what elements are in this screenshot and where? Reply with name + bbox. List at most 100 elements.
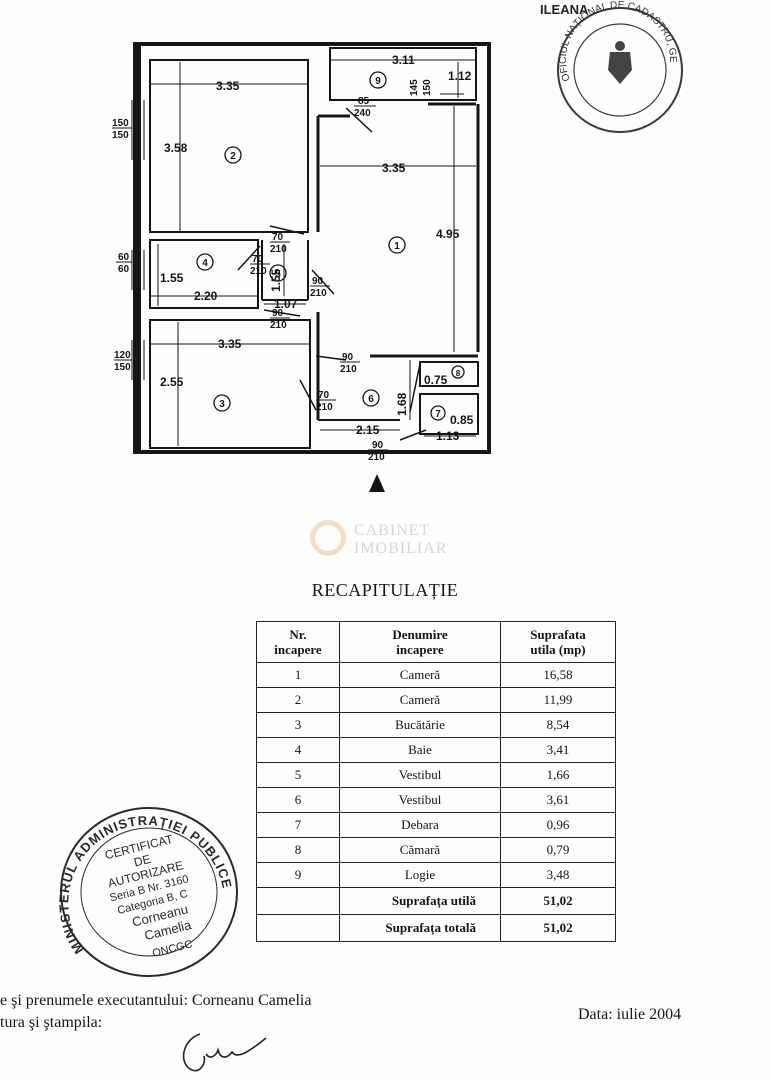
dimension-labels: 3.35 3.58 3.11 1.12 3.35 4.95 1.55 2.20 … <box>160 53 474 443</box>
door-tag: 90 210 <box>340 352 360 375</box>
svg-text:145: 145 <box>409 79 420 96</box>
room-4-number: 4 <box>202 258 208 269</box>
authorization-stamp: MINISTERUL ADMINISTRAȚIEI PUBLICE CERTIF… <box>56 807 238 977</box>
svg-text:60: 60 <box>118 264 130 275</box>
room-number-labels: 1 2 3 4 5 6 7 8 9 <box>202 76 461 420</box>
dim-r6-width: 2.15 <box>356 423 380 437</box>
dim-r2-height: 3.58 <box>164 141 188 155</box>
dim-r3-height: 2.55 <box>160 375 184 389</box>
dim-r9-height: 1.12 <box>448 69 472 83</box>
window-tag: 145 150 <box>409 79 433 96</box>
executant-name-line: e şi prenumele executantului: Corneanu C… <box>0 992 312 1009</box>
footer-executant: e şi prenumele executantului: Corneanu C… <box>0 990 311 1034</box>
dim-r8-height: 0.75 <box>424 373 448 387</box>
room-1-number: 1 <box>394 241 400 252</box>
svg-text:210: 210 <box>340 364 357 375</box>
svg-text:90: 90 <box>372 440 384 451</box>
window-tag: 120 150 <box>114 350 132 373</box>
room-8-number: 8 <box>456 369 461 378</box>
svg-text:70: 70 <box>272 232 284 243</box>
watermark-line1: CABINET <box>354 522 431 539</box>
footer-date: Data: iulie 2004 <box>578 1006 682 1023</box>
svg-text:210: 210 <box>270 320 287 331</box>
svg-text:210: 210 <box>250 266 267 277</box>
door-tag: 70 210 <box>316 390 336 413</box>
handwritten-signature-icon <box>182 1033 267 1072</box>
coat-of-arms-icon <box>608 41 632 84</box>
dim-r5-width: 1.07 <box>274 297 298 311</box>
door-tag: 85 240 <box>354 96 376 119</box>
room-2-number: 2 <box>230 151 236 162</box>
svg-text:70: 70 <box>318 390 330 401</box>
svg-text:210: 210 <box>310 288 327 299</box>
svg-text:150: 150 <box>112 130 129 141</box>
svg-text:150: 150 <box>422 79 433 96</box>
recap-title: RECAPITULAȚIE <box>311 580 459 600</box>
cadastre-seal: OFICIUL NAȚIONAL DE CADASTRU, GEODEZIE Ș… <box>540 0 683 133</box>
svg-text:90: 90 <box>272 308 284 319</box>
door-swings <box>237 107 427 453</box>
dim-r2-width: 3.35 <box>216 79 240 93</box>
dim-r9-width: 3.11 <box>392 53 415 67</box>
room-6-number: 6 <box>368 394 374 405</box>
room-9-number: 9 <box>375 76 381 87</box>
watermark-line2: IMOBILIAR <box>354 540 448 557</box>
dim-r4-width: 2.20 <box>194 289 218 303</box>
svg-text:240: 240 <box>354 108 371 119</box>
room-numbers <box>196 71 465 421</box>
dim-r3-width: 3.35 <box>218 337 242 351</box>
dim-r1-width: 3.35 <box>382 161 406 175</box>
svg-text:150: 150 <box>112 118 129 129</box>
seal-top-text: ILEANA <box>540 2 589 17</box>
dim-r4-height: 1.55 <box>160 271 184 285</box>
door-tag: 70 210 <box>250 254 270 277</box>
dim-r1-height: 4.95 <box>436 227 460 241</box>
door-tag: 90 210 <box>310 276 330 299</box>
svg-text:150: 150 <box>114 362 131 373</box>
signature-label: tura şi ştampila: <box>0 1014 103 1031</box>
door-tag: 90 210 <box>270 308 290 331</box>
door-tag: 90 210 <box>368 440 388 463</box>
room-7-number: 7 <box>435 409 441 420</box>
walls <box>133 42 491 454</box>
window-tag: 60 60 <box>116 252 132 275</box>
room-3-number: 3 <box>219 399 225 410</box>
window-tags: 150 150 60 60 120 150 145 150 <box>112 79 433 373</box>
stamp-line: ONCGC <box>151 938 194 960</box>
svg-text:210: 210 <box>270 244 287 255</box>
svg-text:85: 85 <box>358 96 370 107</box>
door-tag: 70 210 <box>270 232 290 255</box>
door-tags: 85 240 70 210 70 210 90 210 90 210 90 21… <box>250 96 388 463</box>
svg-text:60: 60 <box>118 252 130 263</box>
dimension-lines <box>150 59 476 446</box>
watermark-logo: CABINET IMOBILIAR <box>310 516 470 566</box>
header-nr: Nr.incapere <box>256 621 340 663</box>
room-5-number: 5 <box>275 269 281 280</box>
svg-text:120: 120 <box>114 350 131 361</box>
dim-r7-height: 0.85 <box>450 413 474 427</box>
watermark-logo-icon <box>310 520 346 556</box>
svg-text:90: 90 <box>312 276 324 287</box>
svg-text:210: 210 <box>368 452 385 463</box>
svg-text:70: 70 <box>252 254 264 265</box>
svg-text:210: 210 <box>316 402 333 413</box>
entrance-arrow-icon <box>369 474 385 492</box>
window-markers <box>131 93 464 380</box>
dim-r7-width: 1.13 <box>436 429 460 443</box>
dim-r6-height: 1.68 <box>395 392 409 416</box>
window-tag: 150 150 <box>112 118 132 141</box>
